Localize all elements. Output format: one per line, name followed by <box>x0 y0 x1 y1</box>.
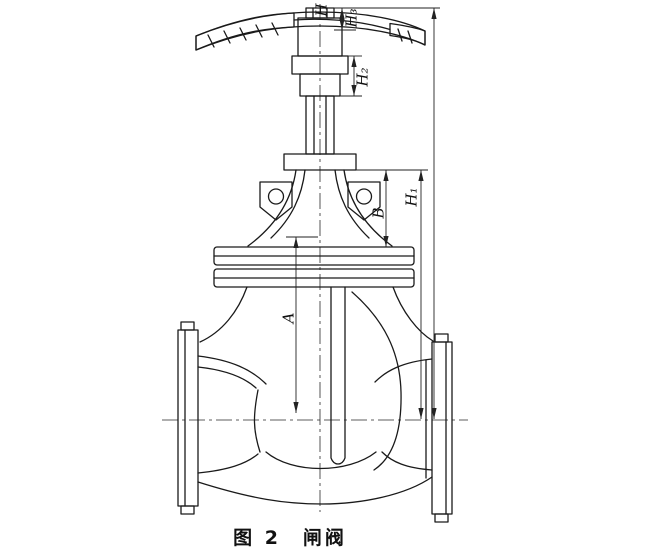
valve-body <box>197 286 434 505</box>
pipe-bore-bottom-right <box>381 451 433 471</box>
dimension-lines <box>286 7 440 419</box>
handwheel-spoke-highlights <box>207 22 413 48</box>
pipe-top-wall-left <box>197 355 267 385</box>
pipe-bore-bottom-left <box>197 453 259 474</box>
bonnet-inner-left <box>270 169 306 239</box>
left-flange-bolt-bottom <box>180 505 195 515</box>
left-pipe-flange <box>177 321 199 515</box>
left-seat <box>253 389 261 453</box>
body-neck-right <box>392 286 434 342</box>
dim-label-H1: H₁ <box>402 187 420 207</box>
left-flange-bolt-top <box>180 321 195 331</box>
left-flange-plate <box>177 329 199 507</box>
inner-cavity-bottom <box>265 451 377 470</box>
stem-column-facets <box>313 95 327 155</box>
right-flange-bolt-bottom <box>434 513 449 523</box>
figure-caption: 图 2 闸阀 <box>233 527 347 549</box>
bolt-hole-right <box>355 188 373 205</box>
gate-wedge <box>330 286 346 465</box>
bonnet-top-plate <box>283 153 357 171</box>
bonnet-side-left <box>247 169 297 247</box>
right-chamber-wall <box>351 291 402 471</box>
dim-label-A: A <box>279 312 297 325</box>
handwheel-rim-dark-right <box>389 22 426 46</box>
bonnet-inner-right <box>334 169 370 239</box>
bolt-hole-left <box>267 188 285 205</box>
stem-top-nut-facets <box>312 7 328 19</box>
right-pipe-flange <box>431 333 453 523</box>
bolt-ear-left <box>259 181 293 221</box>
handwheel-rim-inner-edge <box>293 18 391 31</box>
body-neck-left <box>199 286 248 343</box>
body-flange-plates <box>213 246 415 288</box>
dim-label-H3: H₃ <box>342 8 360 28</box>
body-bottom-shell <box>197 476 433 505</box>
right-flange-plate <box>431 341 453 515</box>
dim-label-H: H <box>312 3 330 18</box>
bolt-ear-right <box>347 181 381 221</box>
stem-assembly <box>291 7 349 155</box>
handwheel <box>195 11 426 51</box>
centerlines <box>162 4 468 512</box>
pipe-bore-left <box>197 366 257 389</box>
pipe-top-wall-right <box>374 358 433 383</box>
right-flange-bolt-top <box>434 333 449 343</box>
dim-label-B: B <box>369 207 387 219</box>
dim-label-H2: H₂ <box>353 67 371 87</box>
dimension-labels: H H₃ H₂ B H₁ A <box>279 3 420 326</box>
handwheel-rim-dark-left <box>195 12 295 51</box>
